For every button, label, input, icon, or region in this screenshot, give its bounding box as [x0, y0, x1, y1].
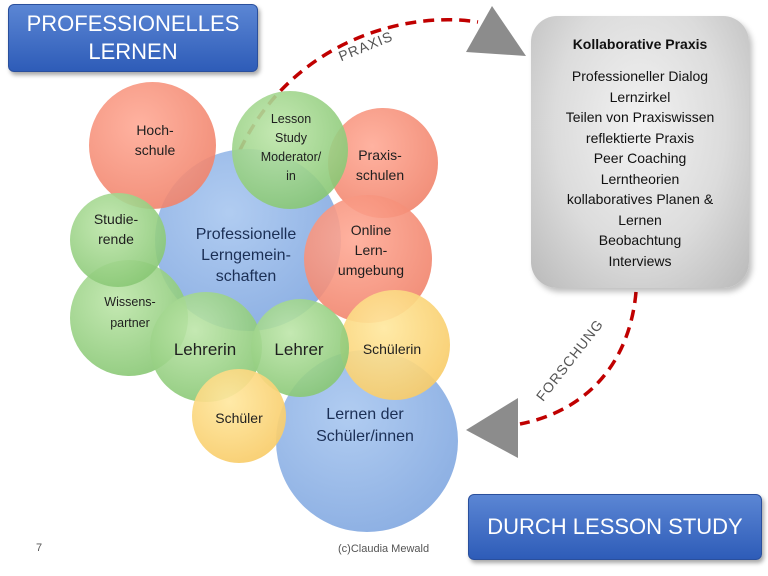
- kollaborative-praxis-box: Kollaborative Praxis Professioneller Dia…: [531, 16, 749, 288]
- kollaborative-praxis-list: Professioneller Dialog Lernzirkel Teilen…: [531, 66, 749, 271]
- circle-schueler: [192, 369, 286, 463]
- label-hochschule: Hoch- schule: [134, 122, 176, 158]
- praxis-arrow-head: [466, 6, 526, 56]
- label-lesson-study: Lesson Study Moderator/ in: [260, 112, 322, 183]
- circle-studierende: [70, 193, 166, 287]
- title-professionelles-lernen: PROFESSIONELLES LERNEN: [8, 4, 258, 72]
- label-schueler: Schüler: [215, 410, 263, 426]
- collab-item: kollaboratives Planen &: [566, 191, 714, 207]
- label-wissenspartner: Wissens- partner: [104, 295, 156, 330]
- label-lehrerin: Lehrerin: [173, 340, 237, 359]
- kollaborative-praxis-title: Kollaborative Praxis: [572, 36, 708, 52]
- label-schuelerin: Schülerin: [362, 341, 422, 357]
- label-lernen-der-schueler: Lernen der Schüler/innen: [316, 406, 414, 445]
- collab-item: Interviews: [608, 252, 672, 269]
- label-lehrer: Lehrer: [274, 340, 324, 359]
- collab-item: Peer Coaching: [593, 150, 687, 166]
- circle-schuelerin: [340, 290, 450, 400]
- collab-item: Beobachtung: [598, 232, 682, 248]
- circle-hochschule: [89, 82, 216, 209]
- page-number: 7: [36, 542, 43, 554]
- circle-lesson-study: [232, 91, 348, 209]
- label-praxisschulen: Praxis- schulen: [355, 147, 405, 183]
- forschung-arrow-path: [519, 291, 638, 426]
- collab-item: Lerntheorien: [600, 170, 680, 187]
- collab-item: Lernzirkel: [609, 88, 671, 105]
- label-online: Online Lern- umgebung: [337, 222, 405, 278]
- label-professionelle: Professionelle Lerngemein- schaften: [195, 226, 297, 285]
- label-studierende: Studie- rende: [93, 211, 139, 247]
- collab-item: reflektierte Praxis: [585, 129, 695, 146]
- collab-item: Professioneller Dialog: [571, 68, 709, 84]
- collab-item: Teilen von Praxiswissen: [565, 109, 715, 125]
- collab-item: Lernen: [618, 211, 662, 228]
- forschung-arrow-head: [466, 398, 518, 458]
- title-durch-lesson-study: DURCH LESSON STUDY: [468, 494, 762, 560]
- copyright: (c)Claudia Mewald: [338, 543, 430, 555]
